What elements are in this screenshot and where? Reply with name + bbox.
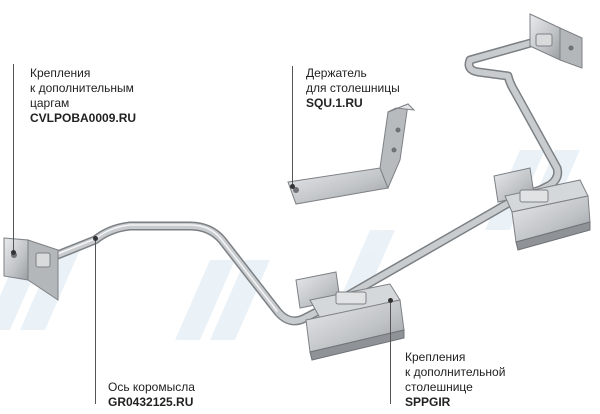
callout-code: GR0432125.RU [108,395,194,409]
callout-line: столешнице [405,380,473,394]
callout-extra-mounts: Крепления к дополнительной столешнице SP… [405,350,505,410]
callout-side-mounts: Крепления к дополнительным царгам CVLPOB… [30,66,136,126]
center-bracket [295,271,405,361]
leader-line-extra-mounts [390,300,391,404]
callout-code: CVLPOBA0009.RU [30,111,137,125]
upper-right-bracket [529,13,583,69]
callout-line: Крепления [30,66,91,80]
callout-line: для столешницы [306,81,400,95]
leader-dot-side-mounts [11,250,16,255]
left-bracket [3,237,59,301]
leader-dot-extra-mounts [388,298,393,303]
callout-top-holder: Держатель для столешницы SQU.1.RU [306,66,400,111]
callout-line: Ось коромысла [108,380,195,394]
callout-line: к дополнительной [405,365,506,379]
leader-line-top-holder [292,66,293,186]
leader-dot-axis [93,236,98,241]
callout-line: к дополнительным [30,81,134,95]
tabletop-holder-part [287,103,416,205]
right-bracket [493,167,591,251]
callout-line: Держатель [306,66,367,80]
callout-code: SPPGIR [405,395,451,409]
callout-axis: Ось коромысла GR0432125.RU [108,380,195,410]
leader-line-side-mounts [13,64,14,252]
callout-code: SQU.1.RU [306,96,363,110]
leader-line-axis [95,240,96,404]
callout-line: царгам [30,96,70,110]
callout-line: Крепления [405,350,466,364]
leader-dot-top-holder [290,184,295,189]
